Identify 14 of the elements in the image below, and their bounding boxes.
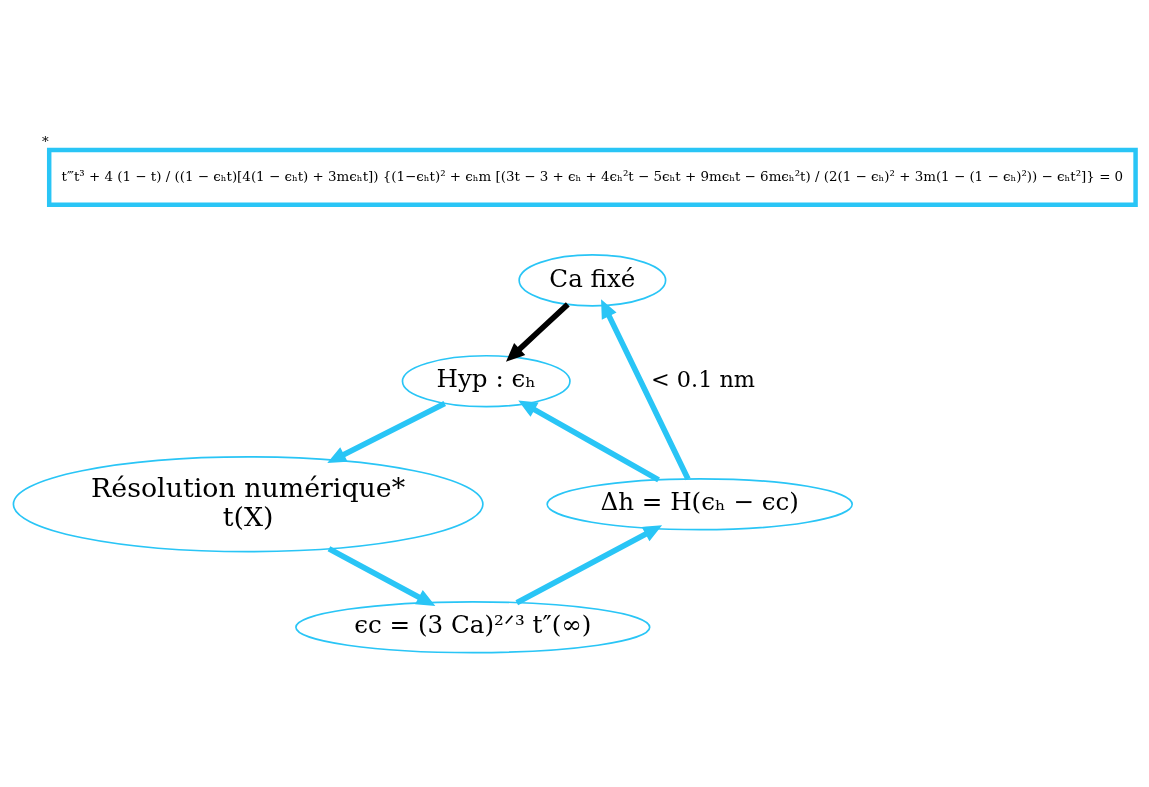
node-ellipse: Ca fixé bbox=[518, 253, 667, 307]
node-box: t‴t³ + 4 (1 − t) / ((1 − ϵₕt)[4(1 − ϵₕt) + 3mϵₕt]) {(1−ϵₕt)² + ϵₕm [(3t − 3 + ϵₕ + 4ϵₕ²t − 5ϵₕt + 9mϵₕt − 6mϵₕ²t) / (2(1 − ϵₕ)² + 3m(1 − (1 − ϵₕ)²)) − ϵₕt²]} = 0 bbox=[46, 147, 1138, 207]
node-label: * bbox=[41, 133, 49, 149]
arrow bbox=[518, 400, 660, 482]
node-ellipse: Hyp : ϵₕ bbox=[401, 354, 571, 407]
arrow bbox=[505, 301, 570, 362]
node-ellipse: ϵc = (3 Ca)²ᐟ³ t″(∞) bbox=[295, 600, 651, 653]
arrow bbox=[515, 524, 663, 605]
arrow bbox=[327, 400, 446, 463]
arrow bbox=[327, 545, 436, 606]
node-ellipse: Résolution numérique* t(X) bbox=[12, 455, 484, 552]
node-ellipse: Δh = H(ϵₕ − ϵc) bbox=[546, 477, 853, 530]
edge-label: < 0.1 nm bbox=[651, 365, 756, 392]
arrow bbox=[601, 298, 691, 480]
